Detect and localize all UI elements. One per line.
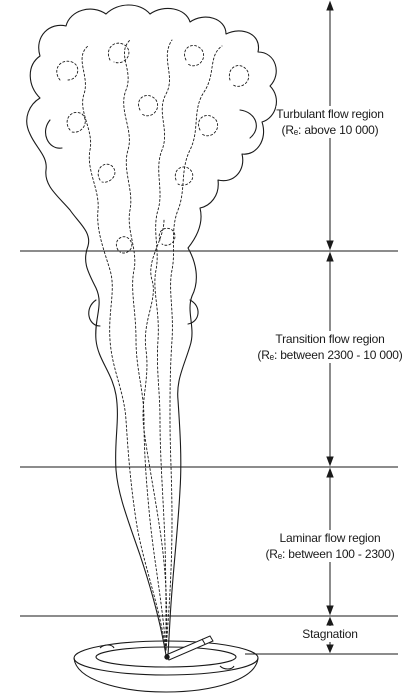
arrow-down-icon [327, 606, 333, 614]
cigarette [165, 636, 213, 660]
smoke-streamlines [57, 40, 249, 650]
arrow-down-icon [327, 241, 333, 249]
region-reynolds: (Rₑ: above 10 000) [276, 122, 383, 138]
region-label-transition: Transition flow region (Rₑ: between 2300… [257, 331, 402, 363]
plume-outline [27, 5, 277, 655]
plume-lobe [188, 300, 198, 324]
region-title: Turbulant flow region [276, 106, 383, 122]
ashtray-notch [220, 666, 234, 669]
cigarette-tip [165, 655, 169, 659]
region-title: Transition flow region [257, 331, 402, 347]
region-label-turbulent: Turbulant flow region (Rₑ: above 10 000) [276, 106, 383, 138]
region-label-laminar: Laminar flow region (Rₑ: between 100 - 2… [265, 530, 394, 562]
region-title: Stagnation [302, 626, 357, 642]
region-reynolds: (Rₑ: between 100 - 2300) [265, 546, 394, 562]
region-title: Laminar flow region [265, 530, 394, 546]
smoke-plume [27, 5, 277, 655]
cigarette-body [166, 636, 213, 660]
arrow-up-icon [327, 469, 333, 477]
arrow-up-icon [327, 253, 333, 261]
plume-lobe [240, 110, 256, 138]
arrow-down-icon [327, 645, 333, 652]
plume-lobe [46, 120, 62, 148]
region-reynolds: (Rₑ: between 2300 - 10 000) [257, 347, 402, 363]
region-label-stagnation: Stagnation [302, 626, 357, 642]
arrow-up-icon [327, 618, 333, 625]
arrow-up-icon [327, 2, 333, 10]
arrow-down-icon [327, 457, 333, 465]
region-boundaries [20, 251, 398, 654]
